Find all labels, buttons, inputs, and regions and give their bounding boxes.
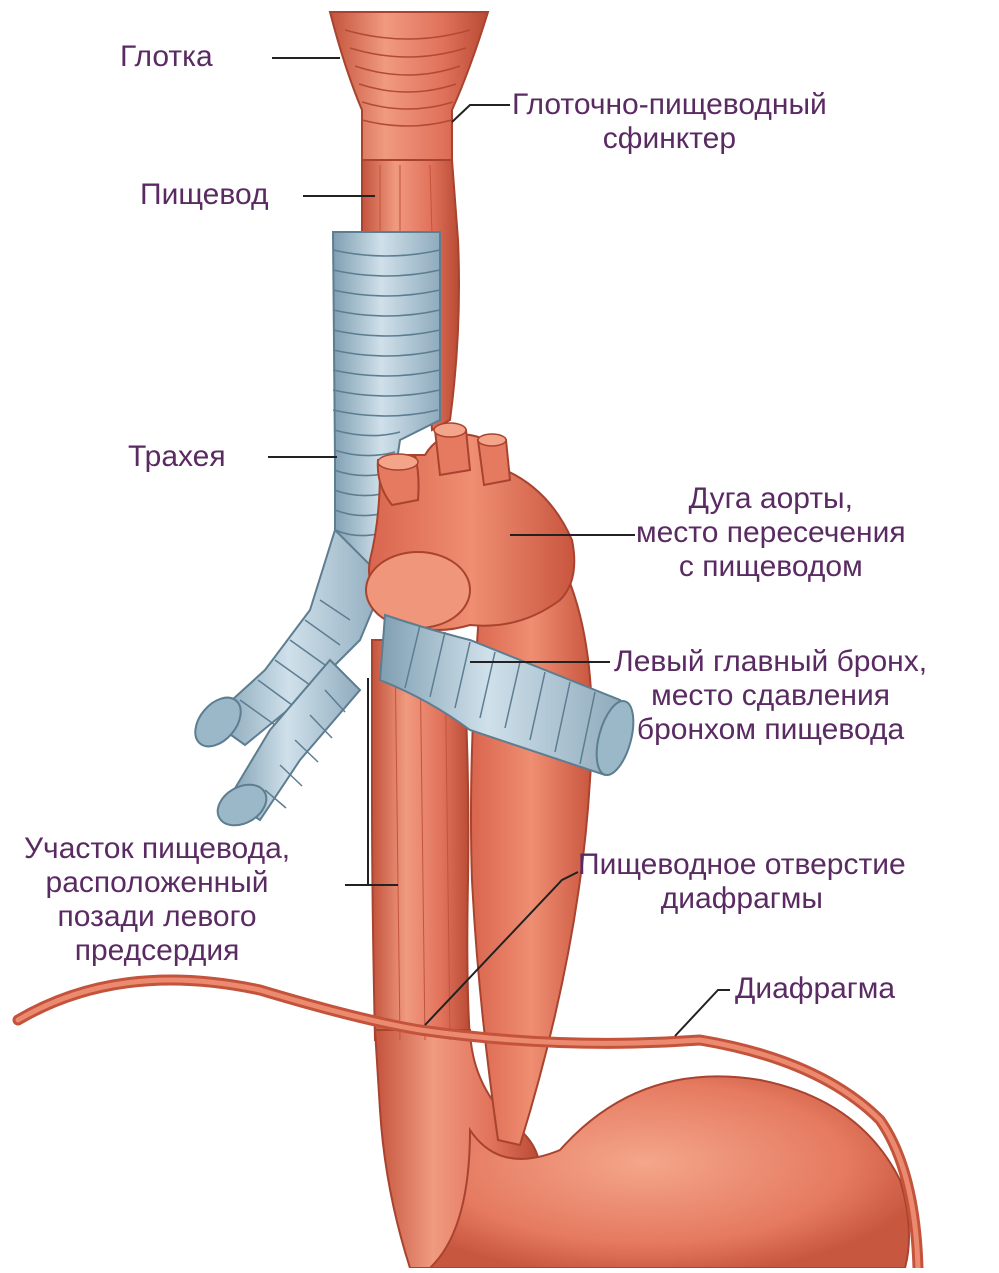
label-esophageal-hiatus: Пищеводное отверстие диафрагмы bbox=[578, 848, 906, 916]
leader-diaphragm bbox=[675, 990, 730, 1036]
label-diaphragm: Диафрагма bbox=[735, 972, 895, 1006]
label-aortic-arch: Дуга аорты, место пересечения с пищеводо… bbox=[636, 482, 906, 584]
label-pharynx: Глотка bbox=[120, 40, 213, 74]
label-esophagus: Пищевод bbox=[140, 178, 268, 212]
label-left-main-bronchus: Левый главный бронх, место сдавления бро… bbox=[614, 645, 927, 747]
label-trachea: Трахея bbox=[128, 440, 226, 474]
label-retrocardiac-esophagus: Участок пищевода, расположенный позади л… bbox=[24, 832, 290, 968]
pharynx bbox=[330, 12, 488, 165]
leader-retrocardiac-bracket bbox=[345, 678, 368, 885]
leader-ues bbox=[452, 105, 510, 122]
aortic-arch bbox=[366, 423, 574, 630]
label-upper-esophageal-sphincter: Глоточно-пищеводный сфинктер bbox=[512, 88, 827, 156]
right-bronchus bbox=[186, 530, 385, 834]
